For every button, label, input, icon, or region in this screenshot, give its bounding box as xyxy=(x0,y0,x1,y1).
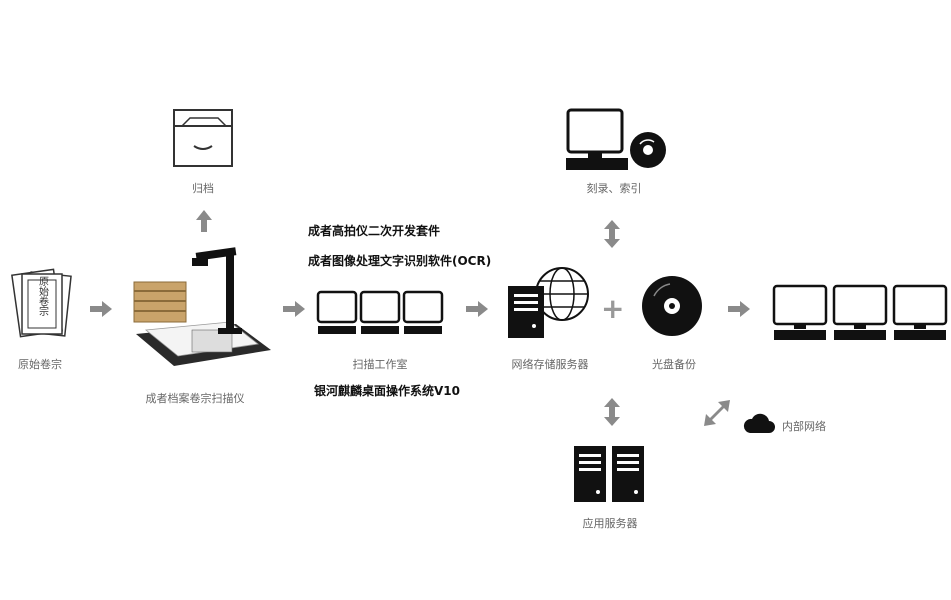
intranet-label: 内部网络 xyxy=(782,420,826,433)
plus-icon: + xyxy=(601,292,625,325)
original-files-icon: 原始卷宗 xyxy=(6,268,76,350)
original-files-label: 原始卷宗 xyxy=(18,358,62,371)
os-note: 银河麒麟桌面操作系统V10 xyxy=(314,384,460,398)
disc-backup-label: 光盘备份 xyxy=(652,358,696,371)
storage-server-globe-icon xyxy=(506,264,590,340)
storage-server-label: 网络存储服务器 xyxy=(511,358,589,371)
arrow-up-icon xyxy=(196,210,212,232)
scanner-label: 成者档案卷宗扫描仪 xyxy=(145,392,245,405)
app-server-label: 应用服务器 xyxy=(582,517,638,530)
archive-label: 归档 xyxy=(192,182,214,195)
arrow-right-icon xyxy=(728,301,750,317)
workstation-label: 扫描工作室 xyxy=(352,358,408,371)
disc-icon xyxy=(640,274,704,338)
burn-index-label: 刻录、索引 xyxy=(586,182,642,195)
sdk-note: 成者高拍仪二次开发套件 xyxy=(308,224,441,238)
arrow-updown-icon xyxy=(604,398,620,426)
arrow-updown-icon xyxy=(604,220,620,248)
cloud-icon xyxy=(742,412,776,434)
scanner-icon xyxy=(126,242,276,384)
app-server-icon xyxy=(572,444,648,504)
original-files-text: 原始卷宗 xyxy=(37,276,49,316)
burn-index-icon xyxy=(564,108,670,174)
arrow-right-icon xyxy=(466,301,488,317)
archive-cabinet-icon xyxy=(170,106,236,170)
ocr-note: 成者图像处理文字识别软件(OCR) xyxy=(308,254,492,268)
arrow-right-icon xyxy=(283,301,305,317)
workstation-monitors-icon xyxy=(316,290,444,338)
client-computers-icon xyxy=(772,284,948,344)
arrow-diagonal-icon xyxy=(704,400,730,426)
arrow-right-icon xyxy=(90,301,112,317)
